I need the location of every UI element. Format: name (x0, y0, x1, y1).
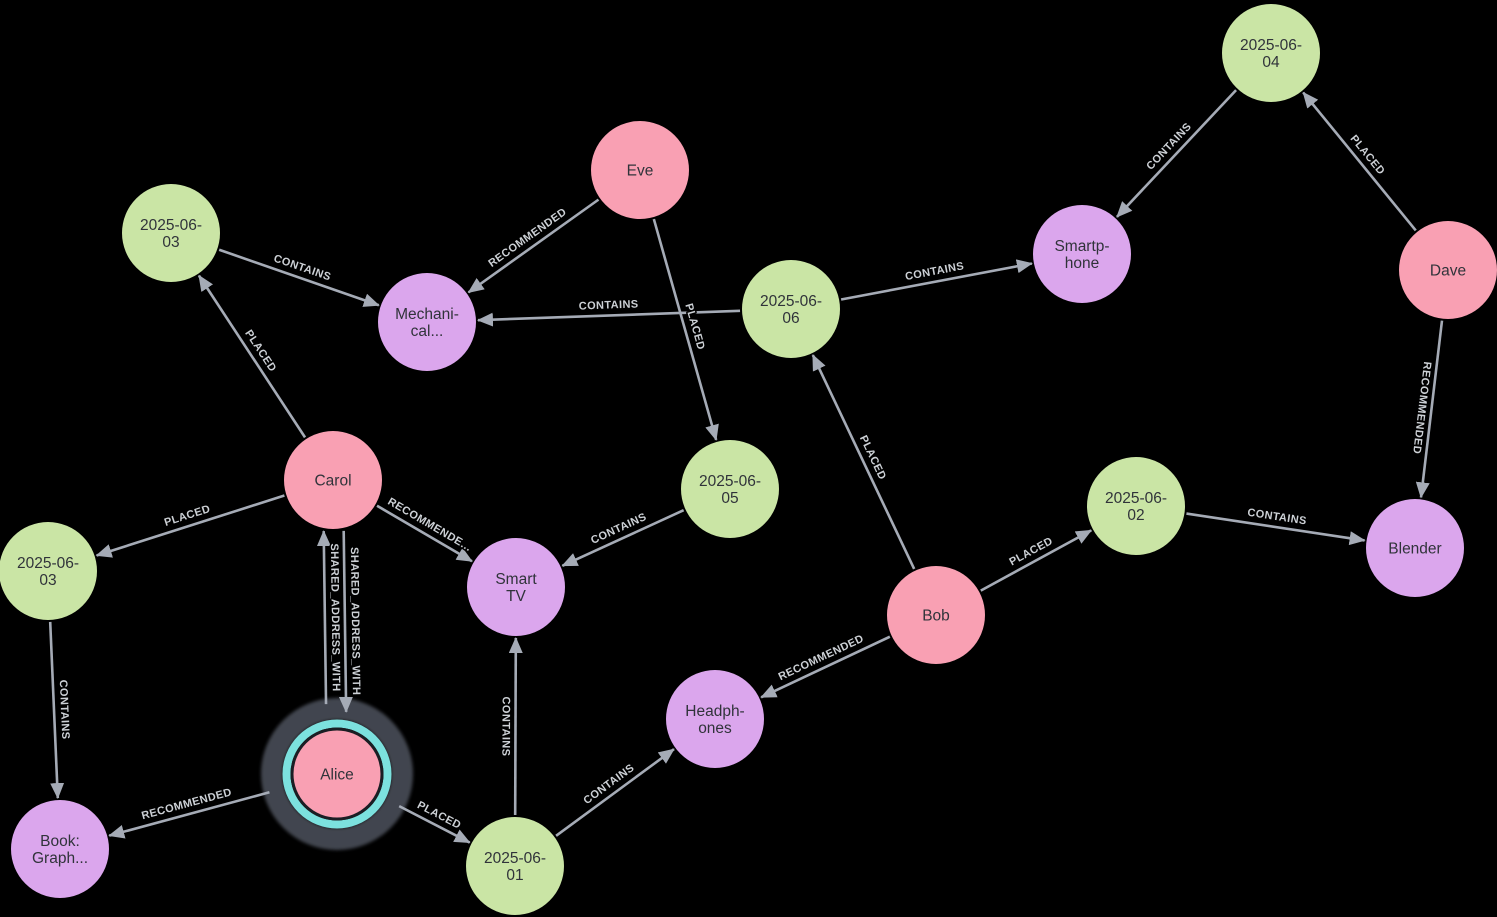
graph-node-d0605[interactable]: 2025-06-05 (681, 440, 779, 538)
relationship-line[interactable] (508, 636, 523, 816)
graph-node-hp[interactable]: Headph-ones (666, 670, 764, 768)
relationship-line[interactable] (376, 504, 473, 563)
node-circle-d0606[interactable] (742, 260, 840, 358)
graph-edge-d0603b-book: CONTAINS (48, 621, 73, 800)
graph-node-bob[interactable]: Bob (887, 566, 985, 664)
relationship-label: SHARED_ADDRESS_WITH (328, 543, 342, 691)
graph-node-blender[interactable]: Blender (1366, 499, 1464, 597)
node-circle-blender[interactable] (1366, 499, 1464, 597)
relationship-line[interactable] (1186, 512, 1366, 546)
node-circle-eve[interactable] (591, 121, 689, 219)
relationship-line[interactable] (561, 509, 685, 567)
selection-halo (261, 698, 413, 850)
relationship-line[interactable] (316, 530, 331, 705)
relationship-line[interactable] (48, 621, 65, 800)
relationship-label: CONTAINS (579, 298, 639, 312)
node-circle-dave[interactable] (1399, 221, 1497, 319)
relationship-line[interactable] (338, 530, 353, 713)
graph-edge-carol-alice: SHARED_ADDRESS_WITH (338, 530, 363, 713)
node-circle-d0602[interactable] (1087, 457, 1185, 555)
relationship-label: CONTAINS (57, 679, 72, 739)
node-circle-hp[interactable] (666, 670, 764, 768)
node-circle-bob[interactable] (887, 566, 985, 664)
relationship-label: SHARED_ADDRESS_WITH (348, 547, 362, 695)
node-circle-book[interactable] (11, 800, 109, 898)
node-circle-d0604[interactable] (1222, 4, 1320, 102)
selection-ring (282, 719, 392, 829)
graph-edge-d0601-tv: CONTAINS (498, 636, 523, 816)
graph-node-phone[interactable]: Smartp-hone (1033, 205, 1131, 303)
relationship-line[interactable] (980, 529, 1093, 592)
relationship-label: CONTAINS (499, 697, 511, 757)
relationship-line[interactable] (840, 259, 1033, 301)
graph-node-d0606[interactable]: 2025-06-06 (742, 260, 840, 358)
relationship-line[interactable] (108, 791, 270, 839)
relationship-line[interactable] (1302, 91, 1417, 232)
node-circle-alice[interactable] (290, 727, 384, 821)
graph-node-alice[interactable]: Alice (261, 698, 413, 850)
relationship-line[interactable] (467, 198, 600, 294)
node-circle-carol[interactable] (284, 431, 382, 529)
node-circle-tv[interactable] (467, 538, 565, 636)
graph-node-dave[interactable]: Dave (1399, 221, 1497, 319)
relationship-line[interactable] (760, 635, 891, 699)
graph-node-eve[interactable]: Eve (591, 121, 689, 219)
node-circle-d0603a[interactable] (122, 184, 220, 282)
graph-edge-alice-carol: SHARED_ADDRESS_WITH (316, 530, 343, 705)
graph-edge-d0606-mech: CONTAINS (476, 297, 741, 327)
graph-node-d0604[interactable]: 2025-06-04 (1222, 4, 1320, 102)
graph-node-d0603a[interactable]: 2025-06-03 (122, 184, 220, 282)
graph-node-mech[interactable]: Mechani-cal... (378, 273, 476, 371)
node-circle-d0603b[interactable] (0, 522, 97, 620)
graph-node-carol[interactable]: Carol (284, 431, 382, 529)
graph-node-d0601[interactable]: 2025-06-01 (466, 817, 564, 915)
relationship-line[interactable] (218, 248, 380, 307)
relationship-line[interactable] (811, 354, 916, 570)
relationship-line[interactable] (197, 274, 307, 439)
graph-node-book[interactable]: Book:Graph... (11, 800, 109, 898)
relationship-line[interactable] (1415, 320, 1444, 499)
node-circle-phone[interactable] (1033, 205, 1131, 303)
node-circle-d0605[interactable] (681, 440, 779, 538)
node-circle-d0601[interactable] (466, 817, 564, 915)
relationship-line[interactable] (398, 804, 471, 844)
relationship-line[interactable] (1115, 89, 1238, 218)
relationship-line[interactable] (555, 748, 675, 837)
relationship-line[interactable] (652, 218, 719, 441)
graph-node-d0603b[interactable]: 2025-06-03 (0, 522, 97, 620)
relationship-line[interactable] (95, 494, 285, 558)
node-circle-mech[interactable] (378, 273, 476, 371)
relationship-line[interactable] (476, 309, 741, 327)
graph-node-d0602[interactable]: 2025-06-02 (1087, 457, 1185, 555)
